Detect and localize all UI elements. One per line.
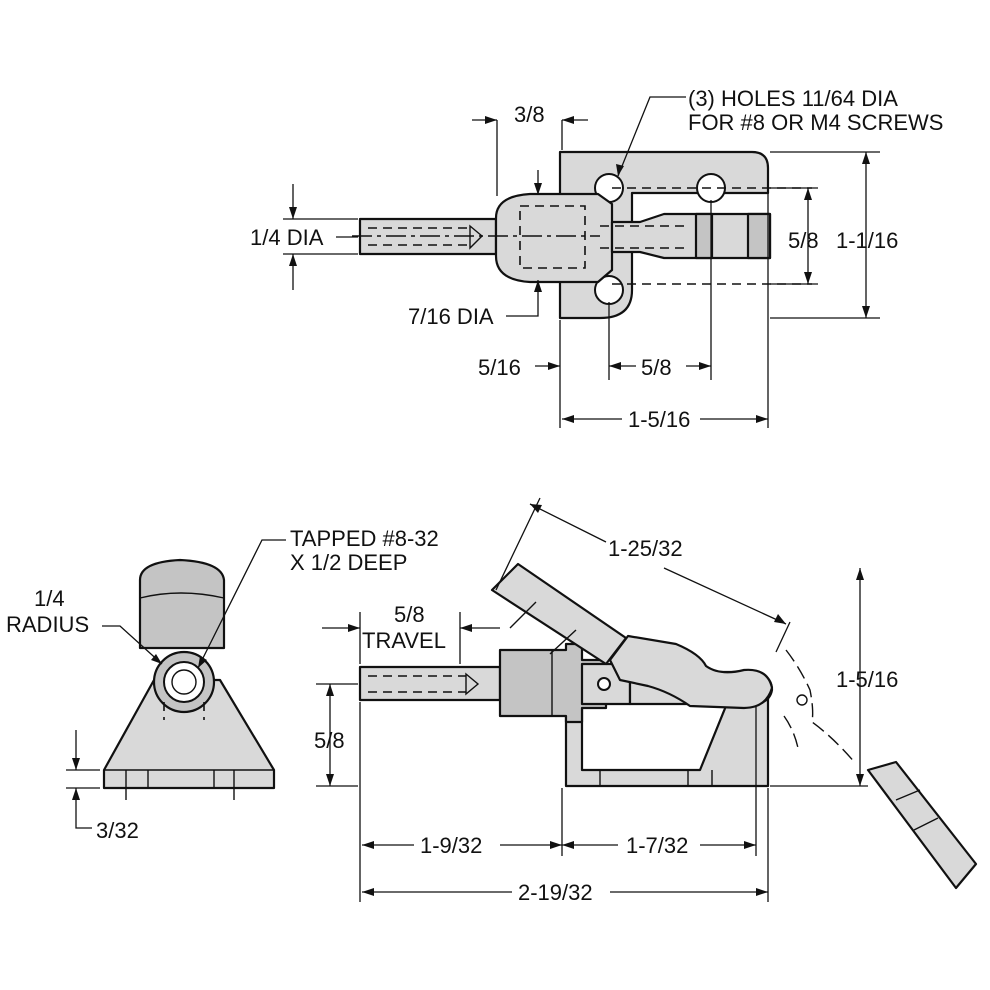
top-dim-5-8-height: 5/8 [788,228,819,253]
top-dim-1-4-dia: 1/4 DIA [250,225,324,250]
end-tapped-hole [163,661,205,703]
side-dim-1-9-32: 1-9/32 [420,833,482,858]
top-handle-pin [746,212,772,260]
top-view [352,150,812,320]
side-handle-grip-down [866,760,978,890]
top-dim-7-16-dia: 7/16 DIA [408,304,494,329]
top-dim-3-8: 3/8 [514,102,545,127]
top-view-dimensions [283,96,880,428]
top-dim-5-8-width: 5/8 [641,355,672,380]
side-plunger-shaft [358,665,502,702]
top-holes-note-line2: FOR #8 OR M4 SCREWS [688,110,943,135]
top-plunger-guide [494,192,614,284]
side-dim-travel-value: 5/8 [394,602,425,627]
end-view-dimensions [66,539,286,829]
side-dim-1-25-32: 1-25/32 [608,536,683,561]
top-linkage [610,212,772,260]
side-view [358,562,978,890]
top-dim-5-16: 5/16 [478,355,521,380]
end-dim-3-32: 3/32 [96,818,139,843]
end-radius-label: RADIUS [6,612,89,637]
end-radius-value: 1/4 [34,586,65,611]
side-plunger-body [498,642,608,724]
side-dim-1-7-32: 1-7/32 [626,833,688,858]
side-dim-travel-label: TRAVEL [362,628,446,653]
side-handle-link [608,634,774,710]
side-dim-5-8-height: 5/8 [314,728,345,753]
side-view-dimensions [316,497,868,902]
top-dim-1-1-16: 1-1/16 [836,228,898,253]
side-dim-1-5-16-height: 1-5/16 [836,667,898,692]
end-view [102,558,276,800]
side-dim-2-19-32: 2-19/32 [518,880,593,905]
end-tapped-note-line1: TAPPED #8-32 [290,526,439,551]
end-tapped-note-line2: X 1/2 DEEP [290,550,407,575]
end-cap [138,558,226,650]
top-holes-note-line1: (3) HOLES 11/64 DIA [688,86,898,111]
top-dim-1-5-16-width: 1-5/16 [628,407,690,432]
top-pivot-pin [694,212,714,260]
